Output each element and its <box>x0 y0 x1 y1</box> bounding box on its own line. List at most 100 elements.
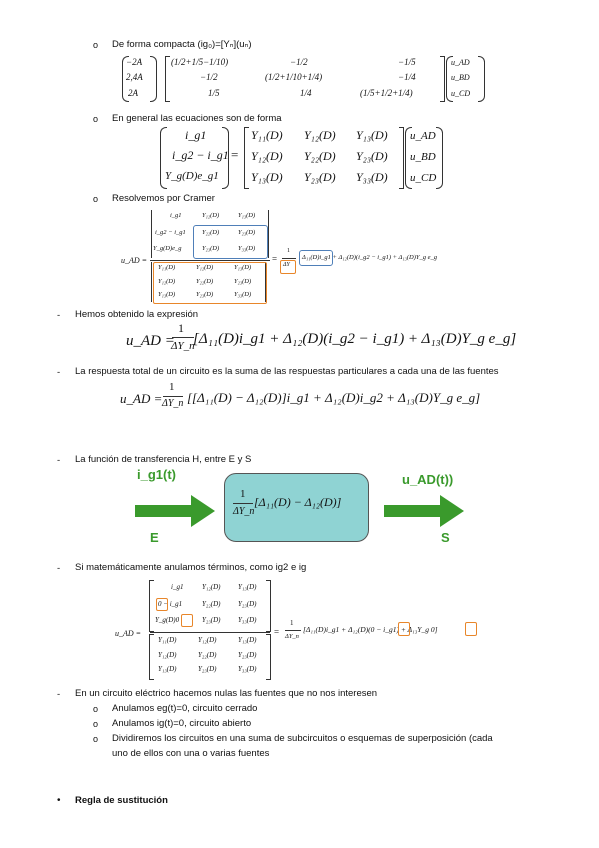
line-compact-form: De forma compacta (ig₀)=[Yₙ](uₙ) <box>112 39 252 50</box>
bullet-8b: o <box>93 719 99 729</box>
cofactor-highlight <box>193 225 268 259</box>
delta11-highlight <box>299 250 333 266</box>
m3-n33: Y₃₃(D) <box>238 245 256 252</box>
input-label: i_g1(t) <box>137 467 176 482</box>
m7-n32: Y₂₃(D) <box>202 616 221 624</box>
m1-r3c2: 1/4 <box>300 88 312 98</box>
m3-d12: Y₁₂(D) <box>196 264 214 271</box>
m2-vec2: u_BD <box>410 151 436 163</box>
m3-d22: Y₂₂(D) <box>196 278 214 285</box>
m3-d23: Y₂₃(D) <box>234 278 252 285</box>
m7-d22: Y₂₂(D) <box>198 651 217 659</box>
m2-r1c2: Y₁₂(D) <box>304 128 336 142</box>
eq4-rhs: [Δ₁₁(D)i_g1 + Δ₁₂(D)(i_g2 − i_g1) + Δ₁₃(… <box>193 331 517 347</box>
m3-n32: Y₂₃(D) <box>202 245 220 252</box>
m1-vec2: u_BD <box>451 73 470 82</box>
m3-d21: Y₁₂(D) <box>158 278 176 285</box>
m3-d32: Y₂₃(D) <box>196 291 214 298</box>
bullet-1: o <box>93 40 99 50</box>
output-label: u_AD(t)) <box>402 472 454 487</box>
m2-r2c3: Y₂₃(D) <box>356 149 388 163</box>
zero-highlight-3 <box>398 622 410 636</box>
m7-d32: Y₂₃(D) <box>198 665 217 673</box>
bullet-9: • <box>57 795 61 806</box>
m3-n22: Y₂₂(D) <box>202 229 220 236</box>
m2-r1c1: Y₁₁(D) <box>251 128 283 142</box>
input-node-e: E <box>150 530 159 545</box>
box-den: ΔY_n <box>233 506 255 517</box>
heading-substitution-rule: Regla de sustitución <box>75 795 168 806</box>
m7-n12: Y₁₂(D) <box>202 583 221 591</box>
m7-d13: Y₁₃(D) <box>238 636 257 644</box>
m7-frac-num: 1 <box>290 619 294 627</box>
m3-d33: Y₃₃(D) <box>234 291 252 298</box>
line-general-form: En general las ecuaciones son de forma <box>112 113 282 124</box>
dash-4: - <box>57 563 61 574</box>
m7-d12: Y₁₂(D) <box>198 636 217 644</box>
m2-lhs1: i_g1 <box>185 128 207 142</box>
m7-n33: Y₃₃(D) <box>238 616 257 624</box>
line-null-sources: En un circuito eléctrico hacemos nulas l… <box>75 688 378 699</box>
zero-highlight-1 <box>156 598 168 611</box>
line-transfer-function: La función de transferencia H, entre E y… <box>75 454 252 465</box>
m2-r1c3: Y₁₃(D) <box>356 128 388 142</box>
m1-r1c2: −1/2 <box>290 57 308 67</box>
m3-d11: Y₁₁(D) <box>158 264 176 271</box>
box-expr: [Δ₁₁(D) − Δ₁₂(D)] <box>254 495 342 509</box>
bullet-8c: o <box>93 734 99 744</box>
m7-d23: Y₂₃(D) <box>238 651 257 659</box>
m2-r3c1: Y₁₃(D) <box>251 170 283 184</box>
bullet-3: o <box>93 194 99 204</box>
output-node-s: S <box>441 530 450 545</box>
line-total-response: La respuesta total de un circuito es la … <box>75 366 499 377</box>
line-ig-zero: Anulamos ig(t)=0, circuito abierto <box>112 718 252 729</box>
dash-3: - <box>57 455 61 466</box>
input-arrow-icon <box>135 495 215 527</box>
transfer-box <box>224 473 369 542</box>
m3-lhs: u_AD = <box>121 256 148 265</box>
eq5-rhs: [[Δ₁₁(D) − Δ₁₂(D)]i_g1 + Δ₁₂(D)i_g2 + Δ₁… <box>187 390 481 405</box>
m7-n13: Y₁₃(D) <box>238 583 257 591</box>
m3-frac-num: 1 <box>287 248 290 254</box>
m7-rhs: [Δ₁₁(D)i_g1 + Δ₁₂(D)(0 − i_g1) + Δ₁₃Y_g … <box>303 625 438 634</box>
m7-d21: Y₁₂(D) <box>158 651 177 659</box>
m7-frac-den: ΔY_n <box>285 633 299 640</box>
eq4-lhs: u_AD = <box>126 333 175 349</box>
eq5-den: ΔY_n <box>162 398 184 409</box>
line-subcircuits: Dividiremos los circuitos en una suma de… <box>112 733 493 744</box>
m1-r1c1: (1/2+1/5−1/10) <box>171 57 229 67</box>
m1-r1c3: −1/5 <box>398 57 416 67</box>
m3-d31: Y₁₃(D) <box>158 291 176 298</box>
line-subcircuits-cont: uno de ellos con una o varias fuentes <box>112 748 270 759</box>
m2-eq: = <box>231 147 239 162</box>
m2-r3c2: Y₂₃(D) <box>304 170 336 184</box>
eq5-num: 1 <box>169 381 175 393</box>
m2-vec3: u_CD <box>410 172 437 184</box>
m7-n11: i_g1 <box>171 583 184 591</box>
m1-r3c1: 1/5 <box>208 88 220 98</box>
m3-d13: Y₁₃(D) <box>234 264 252 271</box>
dash-2: - <box>57 367 61 378</box>
eq5-lhs: u_AD = <box>120 391 163 406</box>
m1-r2c3: −1/4 <box>398 72 416 82</box>
m7-lhs: u_AD = <box>115 629 142 638</box>
m2-lhs3: Y_g(D)e_g1 <box>165 170 219 182</box>
output-arrow-icon <box>384 495 464 527</box>
bullet-8a: o <box>93 704 99 714</box>
m1-r3c3: (1/5+1/2+1/4) <box>360 88 413 98</box>
m3-n12: Y₁₂(D) <box>202 212 220 219</box>
m3-n21: i_g2 − i_g1 <box>155 229 186 236</box>
m7-d31: Y₁₃(D) <box>158 665 177 673</box>
lhs-1: −2A <box>126 57 143 67</box>
line-expression: Hemos obtenido la expresión <box>75 309 199 320</box>
m1-r2c1: −1/2 <box>200 72 218 82</box>
m3-n31: Y_g(D)e_g <box>153 245 182 252</box>
m2-lhs2: i_g2 − i_g1 <box>172 148 229 162</box>
m7-n22: Y₂₂(D) <box>202 600 221 608</box>
m7-n31: Y_g(D)0 <box>155 616 180 624</box>
m3-n13: Y₁₃(D) <box>238 212 256 219</box>
m2-r3c3: Y₃₃(D) <box>356 170 388 184</box>
zero-highlight-2 <box>181 614 193 627</box>
lhs-2: 2,4A <box>126 72 143 82</box>
bullet-2: o <box>93 114 99 124</box>
